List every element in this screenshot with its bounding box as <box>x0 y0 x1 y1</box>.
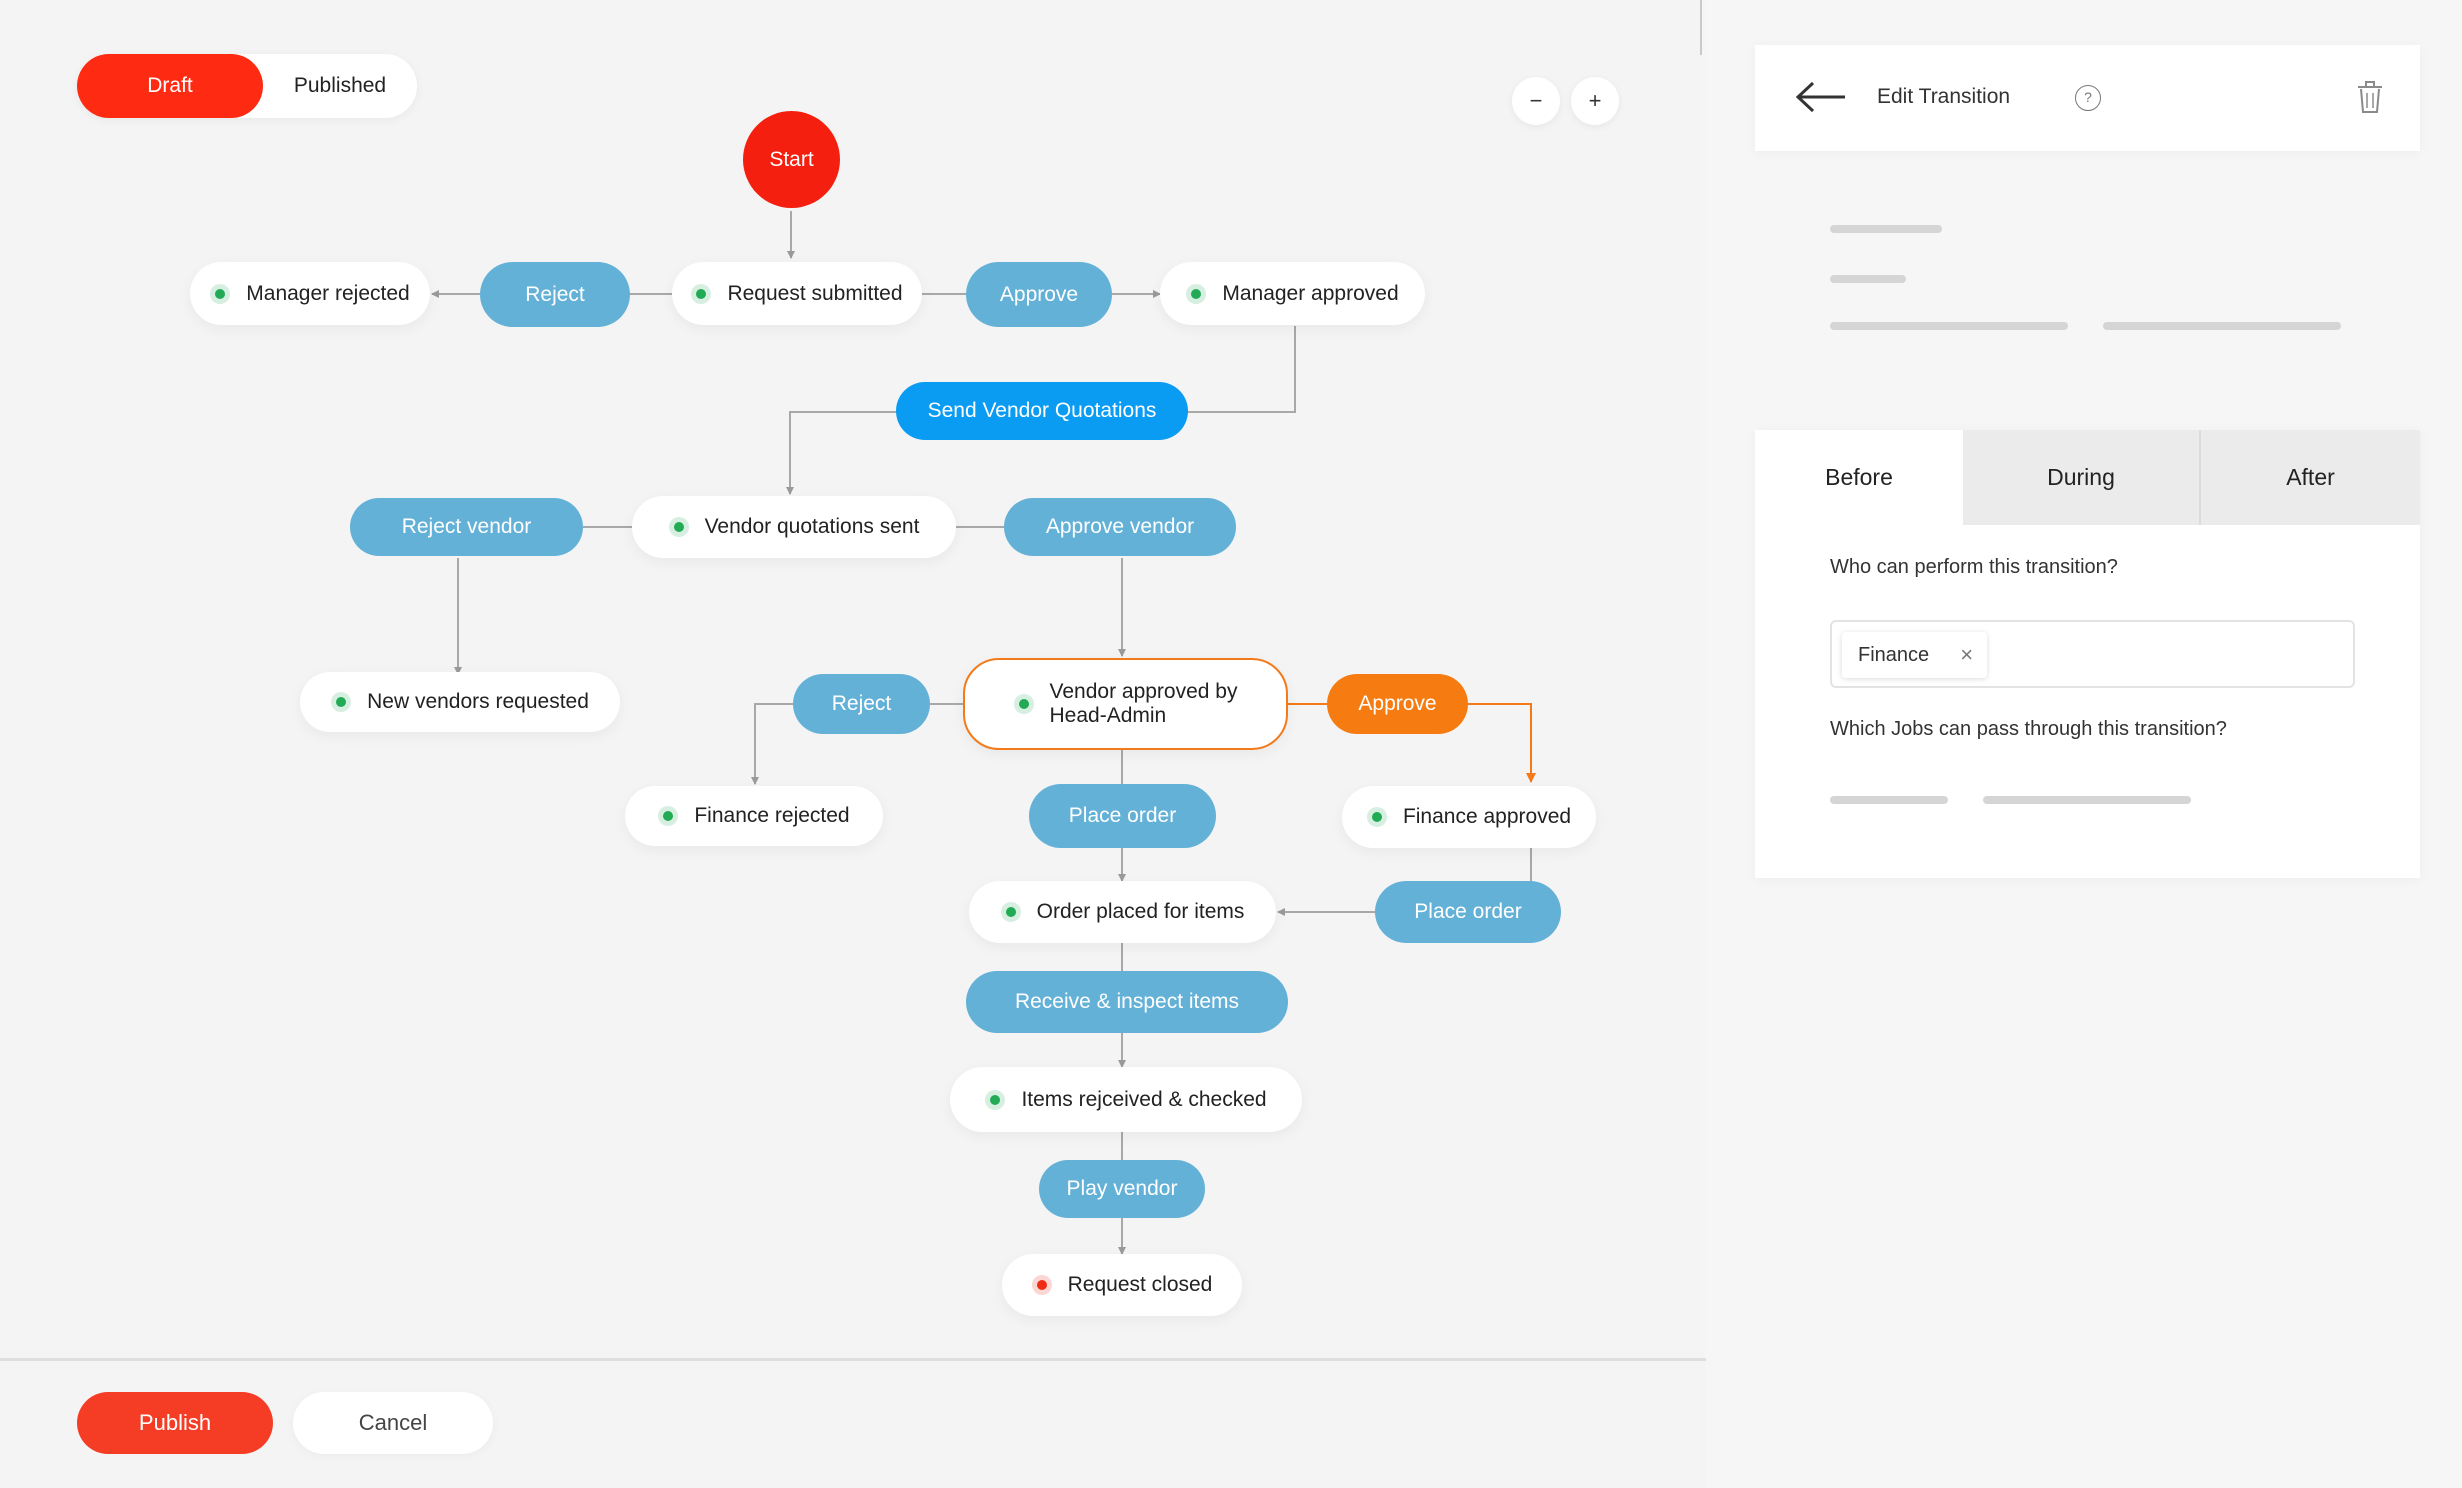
start-node[interactable]: Start <box>743 111 840 208</box>
draft-option[interactable]: Draft <box>77 54 263 118</box>
status-dot-icon <box>985 1089 1006 1110</box>
transition-place-order-2[interactable]: Place order <box>1375 881 1561 943</box>
skeleton-line <box>1830 322 2068 330</box>
state-finance-rejected[interactable]: Finance rejected <box>625 786 883 846</box>
state-label: Finance approved <box>1402 805 1572 828</box>
state-label: Order placed for items <box>1036 900 1245 923</box>
state-request-submitted[interactable]: Request submitted <box>672 262 922 325</box>
close-icon[interactable]: × <box>1960 642 1974 667</box>
skeleton-line <box>1830 796 1948 804</box>
state-label: Vendor quotations sent <box>704 515 920 538</box>
published-option[interactable]: Published <box>293 74 387 97</box>
transition-approve-finance[interactable]: Approve <box>1327 674 1468 734</box>
jobs-label: Which Jobs can pass through this transit… <box>1830 718 2227 740</box>
who-label: Who can perform this transition? <box>1830 556 2118 578</box>
tab-after[interactable]: After <box>2286 464 2335 490</box>
performer-input[interactable]: Finance × <box>1830 620 2355 688</box>
transition-play-vendor[interactable]: Play vendor <box>1039 1160 1205 1218</box>
panel-title: Edit Transition <box>1877 85 2011 108</box>
transition-receive-inspect[interactable]: Receive & inspect items <box>966 971 1288 1033</box>
transition-settings-card: Before During After Who can perform this… <box>1755 430 2420 878</box>
state-label: Items rejceived & checked <box>1021 1087 1267 1111</box>
status-toggle: Draft Published <box>77 54 417 118</box>
state-vendor-approved[interactable]: Vendor approved by Head-Admin <box>963 658 1288 750</box>
state-manager-approved[interactable]: Manager approved <box>1160 262 1425 325</box>
skeleton-line <box>2103 322 2341 330</box>
state-label: Request closed <box>1067 1273 1213 1296</box>
transition-reject[interactable]: Reject <box>480 262 630 327</box>
publish-button[interactable]: Publish <box>77 1392 273 1454</box>
state-label: Manager approved <box>1222 281 1399 305</box>
chip-label: Finance <box>1858 644 1930 666</box>
tab-separator <box>2199 430 2201 525</box>
transition-reject-finance[interactable]: Reject <box>793 674 930 734</box>
transition-place-order[interactable]: Place order <box>1029 784 1216 848</box>
state-label: Request submitted <box>727 281 903 305</box>
skeleton-line <box>1830 275 1906 283</box>
footer-divider <box>0 1358 1706 1361</box>
state-items-received[interactable]: Items rejceived & checked <box>950 1067 1302 1132</box>
state-label: New vendors requested <box>367 690 589 713</box>
status-dot-icon <box>210 283 231 304</box>
skeleton-line <box>1830 225 1942 233</box>
help-icon[interactable]: ? <box>2075 85 2101 111</box>
finance-chip: Finance × <box>1842 632 1988 678</box>
transition-reject-vendor[interactable]: Reject vendor <box>350 498 583 556</box>
state-label-line2: Head-Admin <box>1049 704 1167 727</box>
zoom-out-button[interactable]: − <box>1512 77 1560 125</box>
state-finance-approved[interactable]: Finance approved <box>1342 786 1596 848</box>
status-dot-icon <box>1000 902 1021 922</box>
status-dot-icon <box>1366 807 1387 827</box>
state-label: Vendor approved by Head-Admin <box>1050 680 1238 728</box>
status-dot-icon <box>668 517 689 537</box>
tab-before[interactable]: Before <box>1755 430 1963 525</box>
state-manager-rejected[interactable]: Manager rejected <box>190 262 430 325</box>
tab-during[interactable]: During <box>2047 464 2115 490</box>
state-label: Manager rejected <box>246 281 410 305</box>
status-dot-icon <box>1186 283 1207 304</box>
transition-approve[interactable]: Approve <box>966 262 1112 327</box>
state-vendor-quotations-sent[interactable]: Vendor quotations sent <box>632 496 956 558</box>
cancel-button[interactable]: Cancel <box>293 1392 493 1454</box>
state-request-closed[interactable]: Request closed <box>1002 1254 1242 1316</box>
status-dot-icon <box>658 806 679 826</box>
transition-approve-vendor[interactable]: Approve vendor <box>1004 498 1236 556</box>
status-dot-icon <box>331 692 352 712</box>
zoom-in-button[interactable]: + <box>1571 77 1619 125</box>
skeleton-line <box>1983 796 2191 804</box>
arrow-left-icon[interactable] <box>1795 79 1847 115</box>
transition-send-vendor-quotations[interactable]: Send Vendor Quotations <box>896 382 1188 440</box>
divider <box>1700 0 1702 55</box>
panel-header: Edit Transition ? <box>1755 45 2420 151</box>
state-label: Finance rejected <box>694 804 850 827</box>
tab-bar: Before During After <box>1755 430 2420 525</box>
state-label-line1: Vendor approved by <box>1049 680 1238 703</box>
end-dot-icon <box>1031 1275 1052 1295</box>
trash-icon[interactable] <box>2356 80 2384 114</box>
state-new-vendors-requested[interactable]: New vendors requested <box>300 672 620 732</box>
state-order-placed[interactable]: Order placed for items <box>969 881 1276 943</box>
status-dot-icon <box>1013 694 1034 714</box>
footer <box>0 1361 1706 1488</box>
status-dot-icon <box>691 283 712 304</box>
